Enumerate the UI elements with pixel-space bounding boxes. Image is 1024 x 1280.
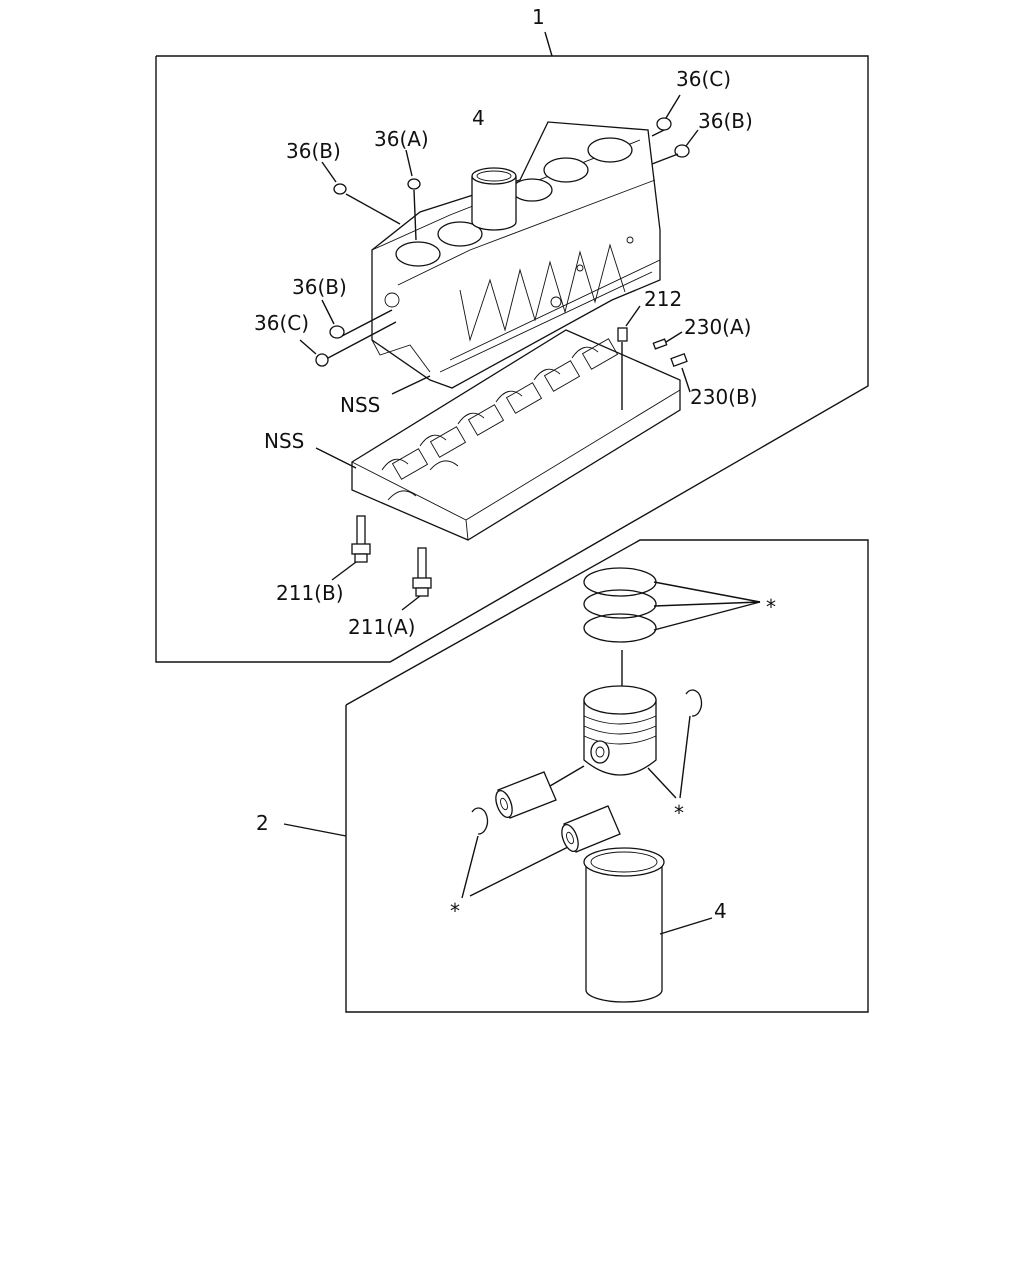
callout-4-bottom: 4	[714, 899, 727, 923]
callout-nss-lower: NSS	[264, 429, 304, 453]
bolt-211b	[351, 515, 371, 563]
callout-36c-top: 36(C)	[676, 67, 731, 91]
cylinder-liner-bottom	[583, 847, 665, 1003]
callout-36b-left: 36(B)	[286, 139, 341, 163]
part-212	[617, 327, 628, 342]
block-frame	[155, 55, 869, 663]
callout-36a: 36(A)	[374, 127, 429, 151]
cylinder-block	[371, 121, 661, 389]
callout-4-top: 4	[472, 106, 485, 130]
part-230b	[670, 353, 688, 367]
cylinder-liner-top	[471, 167, 517, 231]
snap-ring-right	[685, 689, 703, 717]
callout-asterisk-clips-right: *	[674, 801, 684, 825]
part-230a	[652, 338, 668, 350]
piston-frame	[345, 539, 869, 1013]
callout-asterisk-clips-left: *	[450, 899, 460, 923]
callout-36b-right: 36(B)	[698, 109, 753, 133]
callout-asterisk-rings: *	[766, 595, 776, 619]
plug-36c-front	[315, 353, 329, 367]
snap-ring-left	[471, 807, 489, 835]
callout-211b: 211(B)	[276, 581, 344, 605]
piston-pin-2	[561, 805, 621, 853]
piston-pin-1	[495, 771, 557, 819]
callout-1: 1	[532, 5, 545, 29]
callout-2: 2	[256, 811, 269, 835]
plug-36b-right	[674, 144, 690, 158]
crankcase	[351, 329, 681, 541]
callout-36b-front: 36(B)	[292, 275, 347, 299]
callout-nss-upper: NSS	[340, 393, 380, 417]
plug-36b-left	[333, 183, 347, 195]
callout-211a: 211(A)	[348, 615, 415, 639]
callout-212: 212	[644, 287, 682, 311]
plug-36c-top	[656, 117, 672, 131]
callout-230b: 230(B)	[690, 385, 758, 409]
callout-230a: 230(A)	[684, 315, 751, 339]
piston-rings	[583, 567, 657, 643]
plug-36a	[407, 178, 421, 190]
plug-36b-front	[329, 325, 345, 339]
piston	[583, 685, 657, 776]
callout-36c-front: 36(C)	[254, 311, 309, 335]
bolt-211a	[412, 547, 432, 597]
